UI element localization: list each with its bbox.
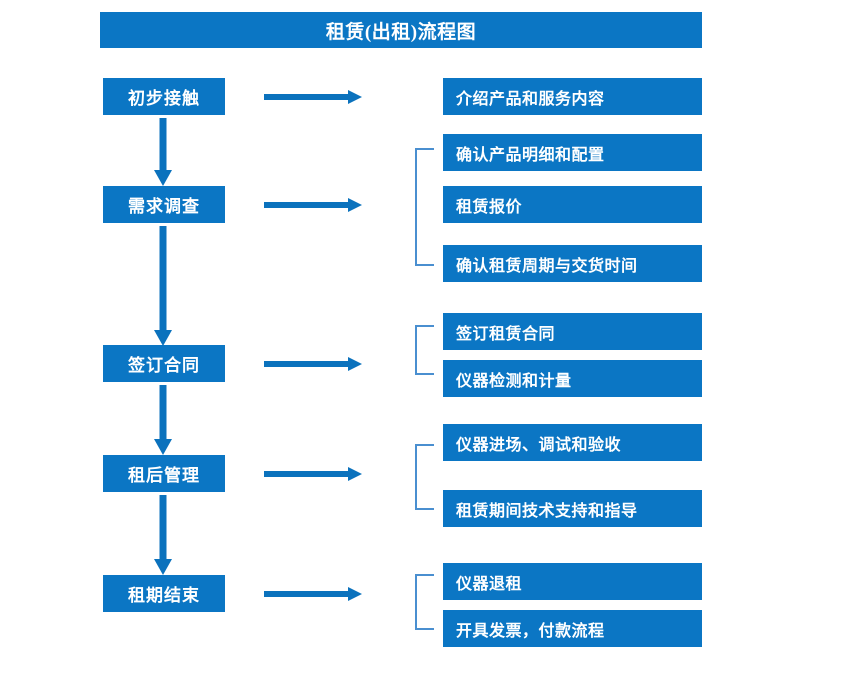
stage-box-5[interactable]: 租期结束 [103, 575, 225, 612]
vertical-arrow-1-to-2 [150, 116, 176, 188]
group-bracket-2 [414, 148, 436, 266]
detail-box-2-2[interactable]: 租赁报价 [443, 186, 702, 223]
detail-box-3-1[interactable]: 签订租赁合同 [443, 313, 702, 350]
stage-box-4[interactable]: 租后管理 [103, 455, 225, 492]
stage-box-2[interactable]: 需求调查 [103, 186, 225, 223]
horizontal-arrow-stage-1 [262, 86, 364, 108]
horizontal-arrow-stage-4 [262, 463, 364, 485]
group-bracket-4 [414, 444, 436, 510]
detail-box-1-1[interactable]: 介绍产品和服务内容 [443, 78, 702, 115]
group-bracket-3 [414, 325, 436, 375]
vertical-arrow-3-to-4 [150, 383, 176, 457]
vertical-arrow-4-to-5 [150, 493, 176, 577]
group-bracket-5 [414, 574, 436, 630]
detail-box-2-3[interactable]: 确认租赁周期与交货时间 [443, 245, 702, 282]
detail-box-4-1[interactable]: 仪器进场、调试和验收 [443, 424, 702, 461]
horizontal-arrow-stage-5 [262, 583, 364, 605]
detail-box-5-1[interactable]: 仪器退租 [443, 563, 702, 600]
detail-box-2-1[interactable]: 确认产品明细和配置 [443, 134, 702, 171]
detail-box-4-2[interactable]: 租赁期间技术支持和指导 [443, 490, 702, 527]
detail-box-5-2[interactable]: 开具发票，付款流程 [443, 610, 702, 647]
stage-box-3[interactable]: 签订合同 [103, 345, 225, 382]
stage-box-1[interactable]: 初步接触 [103, 78, 225, 115]
vertical-arrow-2-to-3 [150, 224, 176, 348]
horizontal-arrow-stage-3 [262, 353, 364, 375]
horizontal-arrow-stage-2 [262, 194, 364, 216]
detail-box-3-2[interactable]: 仪器检测和计量 [443, 360, 702, 397]
flowchart-title-banner: 租赁(出租)流程图 [100, 12, 702, 48]
